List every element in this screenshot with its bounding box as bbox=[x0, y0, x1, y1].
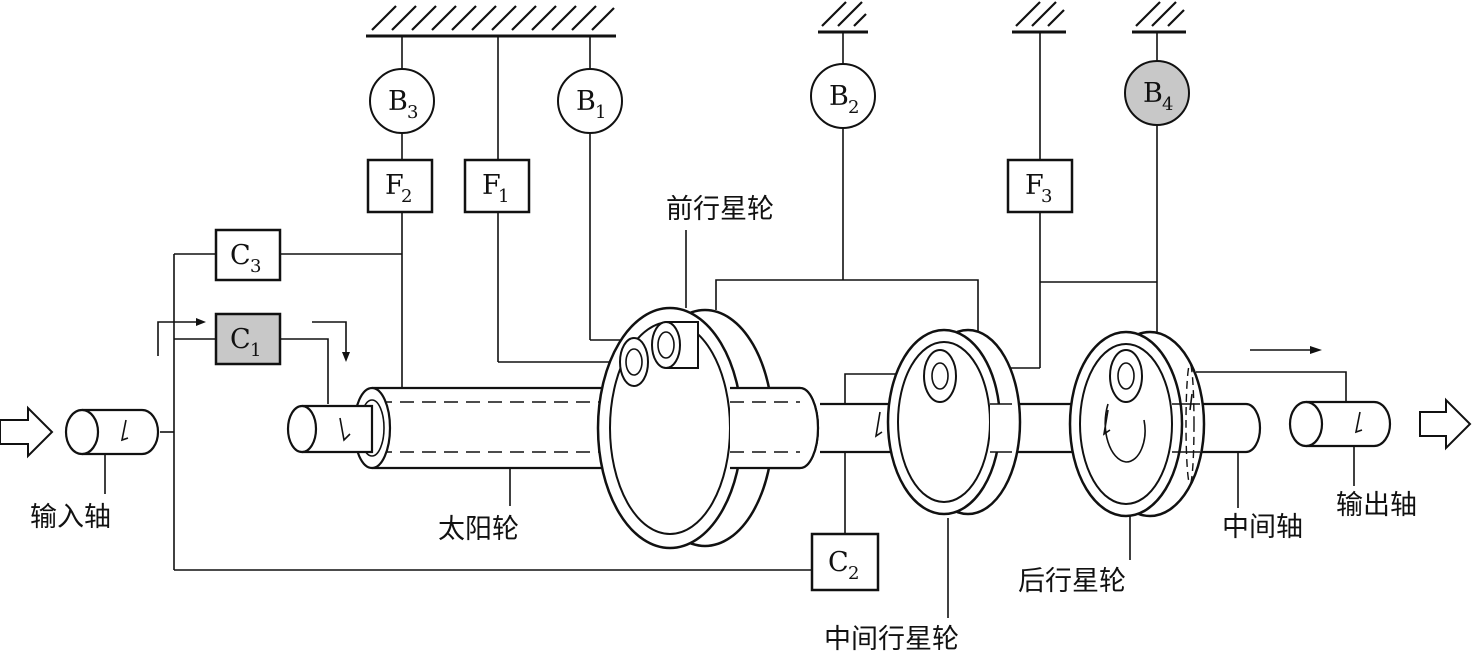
svg-text:F: F bbox=[385, 170, 404, 201]
input-arrow-icon bbox=[0, 405, 54, 459]
svg-text:C: C bbox=[230, 324, 251, 355]
output-arrow-icon bbox=[1419, 397, 1472, 451]
svg-text:3: 3 bbox=[1041, 186, 1052, 207]
label-front-planetary: 前行星轮 bbox=[666, 194, 774, 225]
flow-arrows bbox=[157, 318, 1322, 362]
clutch-c2: C 2 bbox=[810, 532, 880, 592]
brake-b2: B 2 bbox=[810, 63, 876, 129]
middle-planetary-gear bbox=[886, 328, 1022, 516]
label-middle-planetary: 中间行星轮 bbox=[824, 624, 959, 655]
label-input-shaft: 输入轴 bbox=[30, 502, 111, 533]
svg-text:B: B bbox=[829, 81, 849, 112]
svg-text:F: F bbox=[1025, 170, 1044, 201]
svg-text:2: 2 bbox=[401, 186, 412, 207]
svg-text:1: 1 bbox=[498, 186, 509, 207]
output-shaft bbox=[1288, 400, 1392, 448]
svg-text:F: F bbox=[482, 170, 501, 201]
svg-text:B: B bbox=[576, 86, 596, 117]
brake-b3: B 3 bbox=[369, 68, 435, 134]
clutch-c3: C 3 bbox=[214, 228, 282, 282]
inner-shaft-left bbox=[286, 404, 374, 454]
ground-hatch-left bbox=[366, 5, 616, 38]
rear-planetary-gear bbox=[1068, 330, 1206, 518]
connection-lines bbox=[104, 32, 1355, 618]
one-way-clutch-f3: F 3 bbox=[1006, 158, 1074, 214]
brake-b4: B 4 bbox=[1124, 60, 1190, 126]
label-intermediate-shaft: 中间轴 bbox=[1222, 512, 1303, 543]
ground-hatch-f3 bbox=[1012, 1, 1066, 34]
label-output-shaft: 输出轴 bbox=[1336, 490, 1417, 521]
svg-text:3: 3 bbox=[407, 102, 418, 123]
svg-text:3: 3 bbox=[250, 256, 261, 277]
svg-text:C: C bbox=[230, 240, 251, 271]
svg-text:2: 2 bbox=[848, 97, 859, 118]
input-shaft bbox=[64, 408, 160, 456]
ground-hatch-b2 bbox=[818, 1, 868, 34]
svg-text:B: B bbox=[388, 86, 408, 117]
label-rear-planetary: 后行星轮 bbox=[1018, 566, 1126, 597]
ground-hatch-b4 bbox=[1132, 1, 1186, 34]
one-way-clutch-f1: F 1 bbox=[463, 158, 531, 214]
svg-text:2: 2 bbox=[848, 563, 859, 584]
brake-b1: B 1 bbox=[557, 68, 623, 134]
one-way-clutch-f2: F 2 bbox=[366, 158, 434, 214]
label-sun-gear: 太阳轮 bbox=[438, 514, 519, 545]
svg-text:C: C bbox=[828, 547, 849, 578]
clutch-c1: C 1 bbox=[214, 312, 282, 366]
svg-text:1: 1 bbox=[250, 340, 261, 361]
front-planetary-gear bbox=[596, 306, 820, 550]
svg-text:1: 1 bbox=[595, 102, 606, 123]
svg-text:B: B bbox=[1143, 78, 1163, 109]
svg-text:4: 4 bbox=[1162, 94, 1173, 115]
